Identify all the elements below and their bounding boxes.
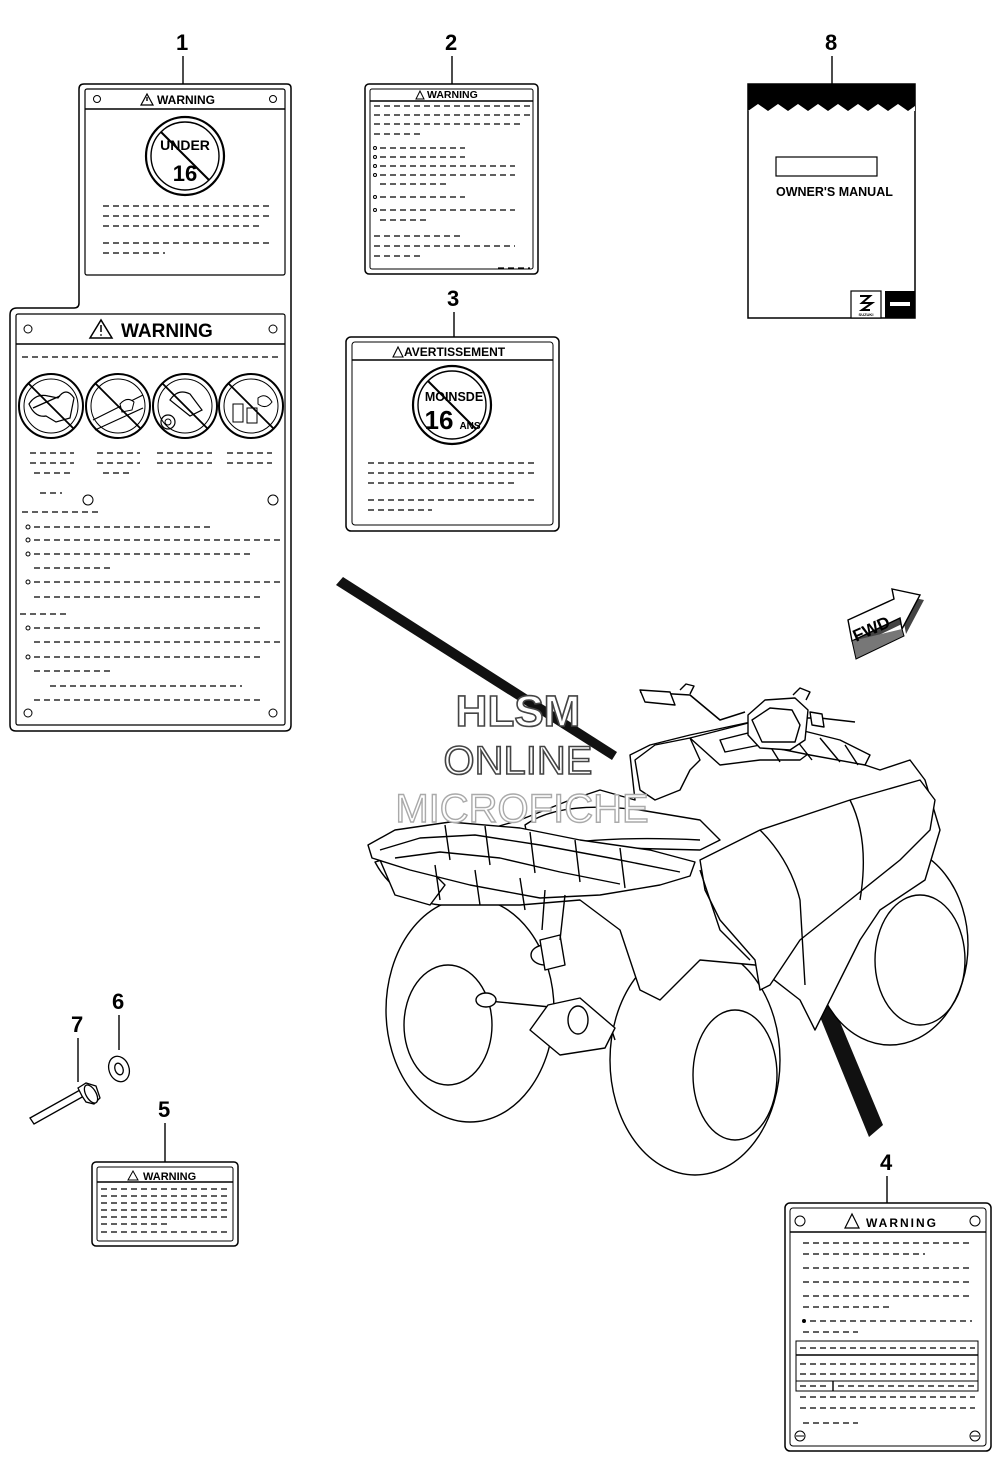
- warning-label-1: WARNING UNDER 16 WARNING: [9, 83, 292, 732]
- callout-5: 5: [158, 1097, 170, 1162]
- watermark: HLSM ONLINE MICROFICHE: [395, 686, 650, 832]
- svg-text:SUZUKI: SUZUKI: [859, 312, 874, 317]
- svg-text:7: 7: [71, 1012, 83, 1037]
- svg-text:ONLINE: ONLINE: [444, 739, 593, 783]
- svg-text:UNDER: UNDER: [160, 137, 210, 153]
- rivet-part: [29, 1082, 101, 1125]
- suzuki-logo-icon: SUZUKI: [850, 290, 882, 319]
- atv-illustration: [336, 577, 969, 1176]
- owners-manual: OWNER'S MANUAL SUZUKI: [747, 83, 916, 319]
- label1-top-warning: WARNING: [157, 93, 215, 107]
- svg-text:2: 2: [445, 30, 457, 55]
- callout-6: 6: [112, 989, 124, 1050]
- label3-warning: AVERTISSEMENT: [404, 345, 506, 359]
- callout-2: 2: [445, 30, 457, 84]
- warning-triangle-icon: [127, 1169, 139, 1181]
- label4-warning: WARNING: [866, 1216, 938, 1230]
- warning-triangle-icon: [415, 89, 425, 100]
- svg-text:1: 1: [176, 30, 188, 55]
- label1-main-warning: WARNING: [121, 321, 213, 342]
- callout-3: 3: [447, 286, 459, 337]
- svg-text:6: 6: [112, 989, 124, 1014]
- no-alcohol-icon: [218, 373, 284, 439]
- warning-label-2: WARNING: [364, 83, 539, 275]
- svg-text:3: 3: [447, 286, 459, 311]
- callout-7: 7: [71, 1012, 83, 1082]
- svg-text:MOINSDE: MOINSDE: [425, 390, 483, 404]
- svg-text:16: 16: [173, 161, 197, 186]
- warning-triangle-icon: [139, 92, 155, 106]
- callout-4: 4: [880, 1150, 893, 1203]
- no-stunt-icon: [152, 373, 218, 439]
- callout-8: 8: [825, 30, 837, 84]
- svg-text:MICROFICHE: MICROFICHE: [395, 787, 648, 831]
- label2-warning: WARNING: [427, 89, 478, 101]
- callout-1: 1: [176, 30, 188, 84]
- no-under-16-icon: UNDER 16: [144, 115, 226, 197]
- svg-text:8: 8: [825, 30, 837, 55]
- manual-title: OWNER'S MANUAL: [776, 185, 893, 199]
- warning-triangle-icon: [88, 318, 114, 339]
- no-under-16-icon: MOINSDE 16 ANS: [411, 364, 493, 446]
- warning-label-4: WARNING: [784, 1202, 992, 1452]
- warning-label-5: WARNING: [91, 1161, 239, 1247]
- svg-text:5: 5: [158, 1097, 170, 1122]
- warning-triangle-icon: [844, 1212, 860, 1229]
- no-passenger-icon: [18, 373, 84, 439]
- svg-text:16: 16: [425, 405, 454, 435]
- warning-triangle-icon: [392, 345, 404, 358]
- svg-text:4: 4: [880, 1150, 893, 1175]
- label5-warning: WARNING: [143, 1171, 196, 1183]
- washer-part: [107, 1055, 131, 1083]
- warning-label-3: AVERTISSEMENT MOINSDE 16 ANS: [345, 336, 560, 532]
- svg-text:HLSM: HLSM: [456, 687, 581, 736]
- svg-text:ANS: ANS: [459, 421, 480, 432]
- fwd-arrow-icon: FWD: [847, 588, 924, 660]
- no-road-icon: [85, 373, 151, 439]
